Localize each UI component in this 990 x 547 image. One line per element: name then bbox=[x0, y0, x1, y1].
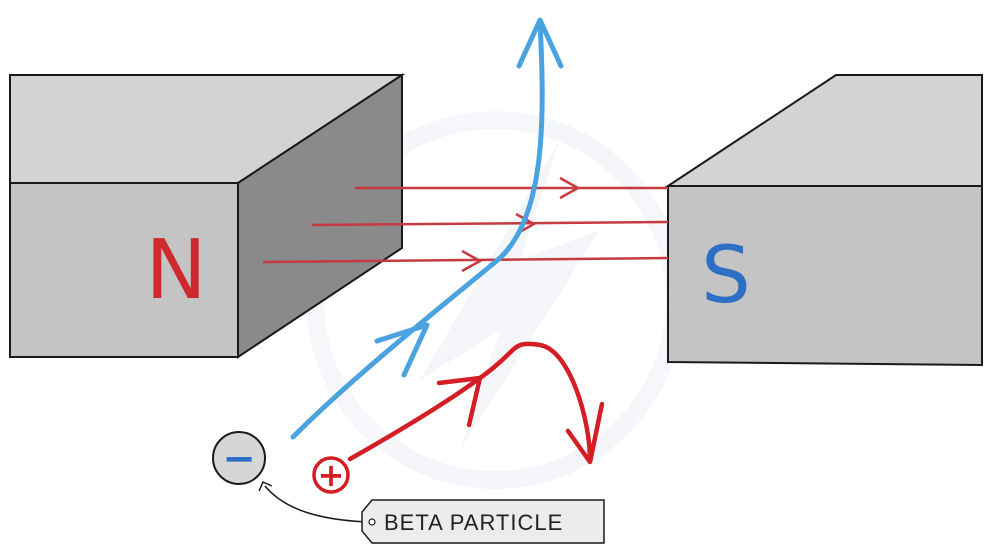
beta-path-arrowhead-lower bbox=[374, 322, 430, 378]
south-magnet: S bbox=[664, 74, 983, 367]
positive-particle: + bbox=[312, 456, 350, 494]
positive-path-arrowhead-lower bbox=[565, 401, 605, 465]
positive-path-curve bbox=[347, 341, 593, 463]
field-line-arrowhead bbox=[461, 249, 483, 273]
beta-path-arrowhead-upper bbox=[516, 17, 564, 69]
beta-path-curve bbox=[290, 19, 545, 440]
south-pole-label: S bbox=[701, 231, 751, 321]
field-lines bbox=[262, 176, 669, 273]
positive-path-arrowhead-upper bbox=[436, 375, 483, 428]
positive-particle-circle bbox=[312, 456, 350, 494]
beta-particle-circle bbox=[212, 431, 266, 485]
north-pole-label: N bbox=[145, 223, 206, 318]
north-magnet: N bbox=[9, 73, 406, 359]
beta-particle-label: BETA PARTICLE bbox=[258, 481, 605, 544]
label-tag bbox=[361, 499, 605, 544]
south-magnet-front-face bbox=[667, 185, 983, 367]
positive-particle-path bbox=[347, 341, 605, 465]
beta-particle-path bbox=[290, 17, 564, 440]
south-magnet-top-face bbox=[664, 74, 983, 187]
positive-sign: + bbox=[318, 456, 345, 494]
field-line-arrowhead bbox=[559, 176, 581, 200]
field-line bbox=[311, 220, 669, 227]
label-tag-hole bbox=[368, 518, 376, 526]
label-leader-arrowhead bbox=[258, 481, 273, 492]
label-leader-line bbox=[264, 485, 369, 523]
field-line bbox=[262, 256, 669, 264]
beta-particle: − bbox=[212, 431, 266, 485]
label-text: BETA PARTICLE bbox=[384, 510, 563, 535]
negative-sign: − bbox=[222, 436, 256, 482]
north-magnet-side-face bbox=[237, 73, 403, 359]
